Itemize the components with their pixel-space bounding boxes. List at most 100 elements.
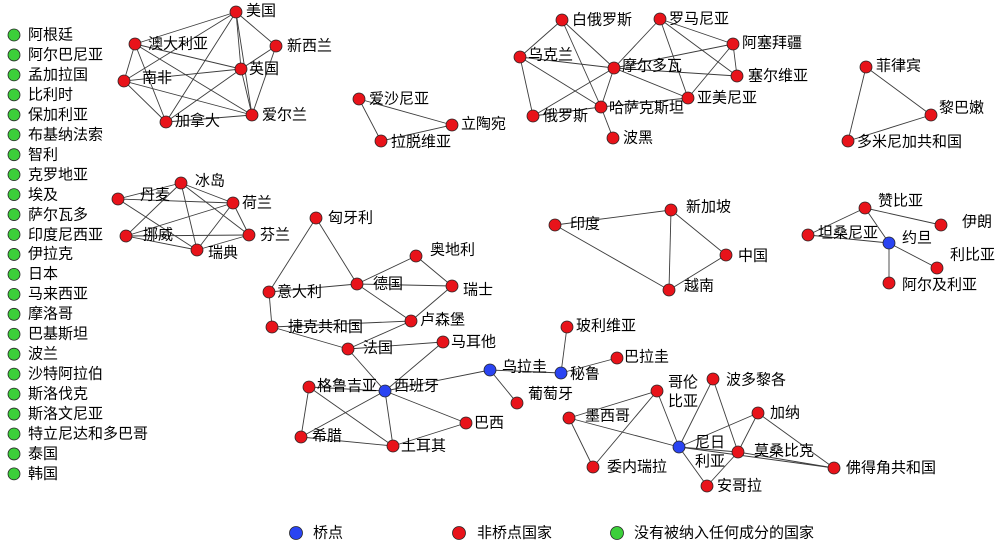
- non-bridge-node: [352, 92, 366, 106]
- network-edge: [240, 68, 253, 116]
- network-edge: [123, 11, 237, 82]
- node-layer: [7, 5, 948, 493]
- country-label: 乌拉圭: [502, 357, 548, 376]
- network-edge: [415, 255, 453, 287]
- bridge-node: [378, 384, 392, 398]
- network-edge: [712, 378, 739, 453]
- non-bridge-node: [731, 445, 745, 459]
- country-label: 新西兰: [287, 36, 333, 55]
- network-edge: [554, 209, 672, 226]
- non-bridge-node: [662, 283, 676, 297]
- isolated-node: [7, 208, 21, 221]
- non-bridge-node: [510, 396, 524, 410]
- network-edge: [568, 390, 658, 419]
- non-bridge-node: [265, 320, 279, 334]
- network-edge: [315, 217, 358, 285]
- network-edge: [358, 98, 453, 126]
- country-label: 格鲁吉亚: [317, 376, 378, 395]
- network-edge: [554, 224, 670, 291]
- network-edge: [659, 18, 738, 77]
- network-edge: [165, 68, 242, 123]
- country-label: 巴西: [474, 413, 505, 432]
- country-label: 克罗地亚: [28, 165, 89, 184]
- network-edge: [519, 56, 615, 69]
- network-edge: [600, 97, 689, 108]
- non-bridge-node: [610, 351, 624, 365]
- legend-bridge-label: 桥点: [313, 523, 344, 542]
- country-label: 摩尔多瓦: [622, 56, 683, 75]
- non-bridge-node: [226, 196, 240, 210]
- country-label: 葡萄牙: [528, 384, 574, 403]
- network-edge: [519, 56, 602, 108]
- non-bridge-node: [526, 109, 540, 123]
- network-edge: [125, 234, 250, 237]
- country-label: 加拿大: [175, 111, 221, 130]
- network-edge: [489, 369, 562, 374]
- country-label: 中国: [738, 246, 769, 265]
- non-bridge-node: [930, 261, 944, 275]
- network-edge: [519, 19, 563, 58]
- non-bridge-node: [801, 228, 815, 242]
- non-bridge-node: [174, 176, 188, 190]
- country-label: 塞尔维亚: [748, 66, 809, 85]
- network-edge: [300, 436, 394, 447]
- network-edge: [757, 412, 835, 469]
- isolated-node: [7, 287, 21, 301]
- country-label: 摩洛哥: [28, 304, 74, 323]
- bridge-node: [672, 440, 686, 454]
- country-label: 哈萨克斯坦: [609, 98, 685, 117]
- network-edge: [678, 446, 835, 469]
- country-label: 尼日利亚: [695, 433, 726, 470]
- legend-non-bridge-marker: [452, 526, 466, 540]
- network-edge: [489, 369, 518, 404]
- network-edge: [117, 198, 198, 251]
- network-edge: [668, 254, 727, 291]
- network-edge: [568, 417, 680, 448]
- isolated-node: [7, 387, 21, 401]
- legend-isolated-marker: [610, 526, 624, 540]
- isolated-node: [7, 307, 21, 321]
- non-bridge-node: [924, 108, 938, 122]
- non-bridge-node: [229, 5, 243, 19]
- non-bridge-node: [302, 380, 316, 394]
- non-bridge-node: [548, 218, 562, 232]
- isolated-node: [7, 228, 21, 241]
- network-edge: [196, 234, 250, 251]
- network-edge: [807, 207, 866, 236]
- isolated-node: [7, 88, 21, 102]
- network-edge: [613, 43, 734, 69]
- country-label: 卢森堡: [420, 310, 466, 329]
- country-label: 斯洛文尼亚: [28, 404, 104, 423]
- non-bridge-node: [934, 218, 948, 232]
- country-label: 爱尔兰: [262, 105, 308, 124]
- country-label: 拉脱维亚: [391, 132, 452, 151]
- country-label: 挪威: [143, 225, 174, 244]
- non-bridge-node: [190, 243, 204, 257]
- isolated-node: [7, 347, 21, 361]
- isolated-node: [7, 327, 21, 341]
- isolated-node: [7, 108, 21, 122]
- country-label: 斯洛伐克: [28, 384, 89, 403]
- network-edge: [347, 341, 444, 350]
- non-bridge-node: [726, 37, 740, 51]
- country-label: 萨尔瓦多: [28, 205, 89, 224]
- isolated-node: [7, 48, 21, 62]
- non-bridge-node: [606, 131, 620, 145]
- network-edge: [668, 209, 672, 291]
- network-edge: [123, 80, 167, 123]
- non-bridge-node: [664, 203, 678, 217]
- non-bridge-node: [607, 61, 621, 75]
- non-bridge-node: [730, 69, 744, 83]
- network-edge: [308, 386, 386, 392]
- isolated-node: [7, 248, 21, 261]
- network-edge: [384, 341, 444, 392]
- non-bridge-node: [159, 115, 173, 129]
- network-edge: [687, 43, 734, 99]
- legend-isolated-label: 没有被纳入任何成分的国家: [634, 523, 815, 542]
- network-edge: [560, 326, 568, 374]
- network-edge: [561, 19, 602, 108]
- non-bridge-node: [245, 108, 259, 122]
- network-edge: [568, 417, 594, 468]
- network-edge: [123, 43, 136, 82]
- isolated-node: [7, 188, 21, 202]
